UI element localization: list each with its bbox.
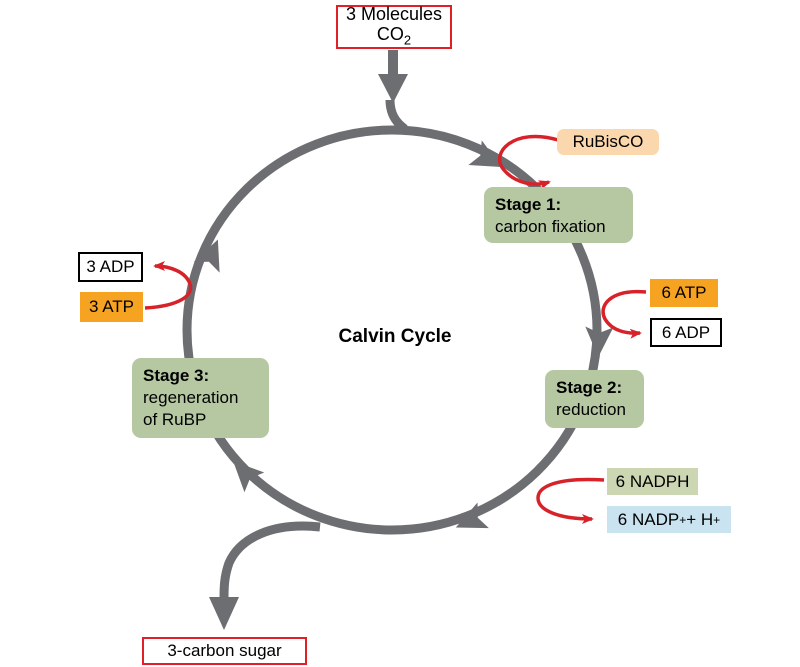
co2-arrow-stem bbox=[385, 99, 408, 133]
atp3-box: 3 ATP bbox=[80, 292, 143, 322]
arrowhead-to-stage1-icon bbox=[468, 140, 502, 168]
sugar-arrowhead-icon bbox=[209, 597, 239, 630]
sugar-branch bbox=[219, 521, 321, 601]
sugar-box: 3-carbon sugar bbox=[142, 637, 307, 665]
stage3-box: Stage 3: regeneration of RuBP bbox=[132, 358, 269, 438]
stage1-title: Stage 1: bbox=[495, 195, 562, 214]
co2-line1: 3 Molecules bbox=[345, 3, 443, 24]
sugar-exit-arrow bbox=[209, 521, 321, 630]
co2-formula: CO2 bbox=[376, 23, 412, 48]
stage2-title: Stage 2: bbox=[556, 378, 623, 397]
cycle-arrowheads bbox=[193, 140, 614, 529]
stage2-box: Stage 2: reduction bbox=[545, 370, 644, 428]
stage3-title: Stage 3: bbox=[143, 366, 210, 385]
stage3-line2: regeneration bbox=[143, 388, 239, 407]
stage2-subtitle: reduction bbox=[556, 400, 626, 419]
stage1-box: Stage 1: carbon fixation bbox=[484, 187, 633, 243]
red-arrow-rubisco-to-stage1 bbox=[497, 134, 559, 190]
arrowhead-bottom-icon bbox=[455, 502, 489, 529]
arrowhead-to-stage3-icon bbox=[233, 461, 265, 493]
stage1-subtitle: carbon fixation bbox=[495, 217, 606, 236]
nadph-box: 6 NADPH bbox=[607, 468, 698, 495]
red-arrow-nadph-to-nadp bbox=[536, 477, 605, 524]
adp3-box: 3 ADP bbox=[78, 252, 143, 282]
arrowhead-to-stage2-icon bbox=[585, 326, 614, 357]
red-arrow-atp6-to-adp6 bbox=[601, 289, 647, 339]
co2-arrowhead-icon bbox=[378, 74, 408, 103]
cycle-circle bbox=[182, 125, 602, 535]
adp6-box: 6 ADP bbox=[650, 318, 722, 347]
cycle-title: Calvin Cycle bbox=[338, 326, 452, 347]
rubisco-label: RuBisCO bbox=[572, 132, 644, 151]
stage3-line3: of RuBP bbox=[143, 410, 207, 429]
atp6-box: 6 ATP bbox=[650, 279, 718, 307]
rubisco-badge: RuBisCO bbox=[557, 129, 659, 155]
co2-entry-arrow bbox=[378, 50, 408, 133]
red-arrow-atp3-to-adp3 bbox=[144, 261, 193, 310]
nadp-box: 6 NADP++ H+ bbox=[607, 506, 731, 533]
arrowhead-left-up-icon bbox=[193, 239, 220, 273]
co2-box: 3 Molecules CO2 bbox=[336, 3, 452, 49]
